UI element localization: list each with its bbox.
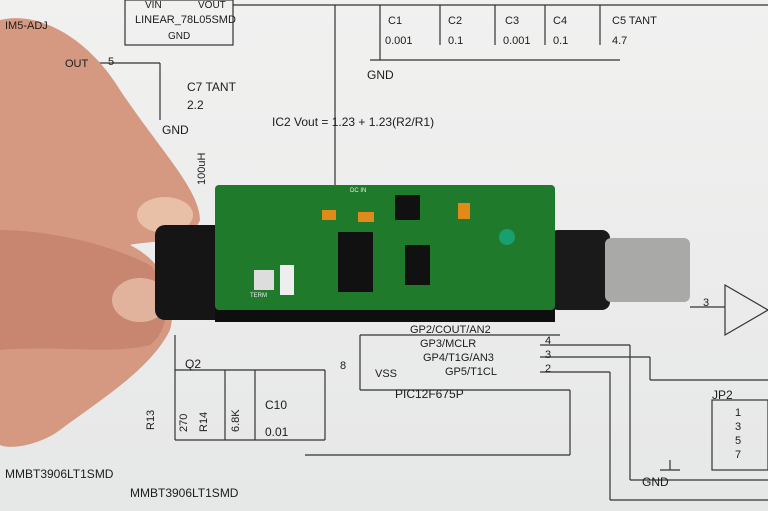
- label-gnd-jp2: GND: [642, 475, 669, 489]
- pcb-board: [215, 185, 555, 310]
- label-im5-adj: IM5-ADJ: [5, 20, 48, 32]
- label-amp-pin: 3: [703, 297, 710, 309]
- left-connector: [155, 225, 225, 320]
- label-jp2-1: 1: [735, 407, 742, 419]
- label-inductor: 100uH: [196, 152, 208, 185]
- label-c10: C10: [265, 398, 288, 412]
- label-c1-value: 0.001: [385, 35, 413, 47]
- label-pin5: 5: [108, 56, 115, 68]
- label-c3: C3: [505, 15, 520, 27]
- label-gp4: GP4/T1G/AN3: [423, 352, 494, 364]
- label-pin3: 3: [545, 349, 552, 361]
- label-q2: Q2: [185, 357, 202, 371]
- label-c4-value: 0.1: [553, 35, 569, 47]
- label-gp3: GP3/MCLR: [420, 338, 477, 350]
- label-vin: VIN: [145, 0, 162, 11]
- label-pin2: 2: [545, 363, 552, 375]
- label-pic: PIC12F675P: [395, 387, 464, 401]
- label-c7: C7 TANT: [187, 80, 236, 94]
- label-vss: VSS: [375, 368, 398, 380]
- label-jp2: JP2: [712, 388, 733, 402]
- label-c2: C2: [448, 15, 463, 27]
- label-c7-value: 2.2: [187, 98, 204, 112]
- label-c4: C4: [553, 15, 568, 27]
- label-c5-value: 4.7: [612, 35, 628, 47]
- label-gnd-caps: GND: [367, 68, 394, 82]
- label-regulator: LINEAR_78L05SMD: [135, 14, 236, 26]
- silk-term: TERM: [250, 293, 267, 299]
- bnc-connector: [605, 238, 690, 302]
- label-c3-value: 0.001: [503, 35, 531, 47]
- label-c10-value: 0.01: [265, 425, 289, 439]
- label-transistor-2: MMBT3906LT1SMD: [130, 486, 239, 500]
- label-gp2: GP2/COUT/AN2: [410, 324, 491, 336]
- label-reg-gnd: GND: [168, 31, 191, 42]
- label-formula: IC2 Vout = 1.23 + 1.23(R2/R1): [272, 115, 435, 129]
- label-gnd-c7: GND: [162, 123, 189, 137]
- label-vout: VOUT: [198, 0, 226, 11]
- label-r14: R14: [198, 411, 210, 432]
- label-transistor-1: MMBT3906LT1SMD: [5, 467, 114, 481]
- label-jp2-7: 7: [735, 449, 742, 461]
- label-r14-value: 6.8K: [230, 409, 242, 432]
- label-c2-value: 0.1: [448, 35, 464, 47]
- label-pin4: 4: [545, 335, 552, 347]
- label-gp5: GP5/T1CL: [445, 366, 497, 378]
- label-c5: C5 TANT: [612, 15, 657, 27]
- label-jp2-5: 5: [735, 435, 742, 447]
- label-c1: C1: [388, 15, 403, 27]
- label-vss-pin: 8: [340, 360, 347, 372]
- silk-dcin: DC IN: [350, 188, 367, 194]
- right-connector: [550, 230, 610, 310]
- label-r13-value: 270: [178, 413, 190, 432]
- label-r13: R13: [145, 409, 157, 430]
- label-out: OUT: [65, 58, 89, 70]
- label-jp2-3: 3: [735, 421, 742, 433]
